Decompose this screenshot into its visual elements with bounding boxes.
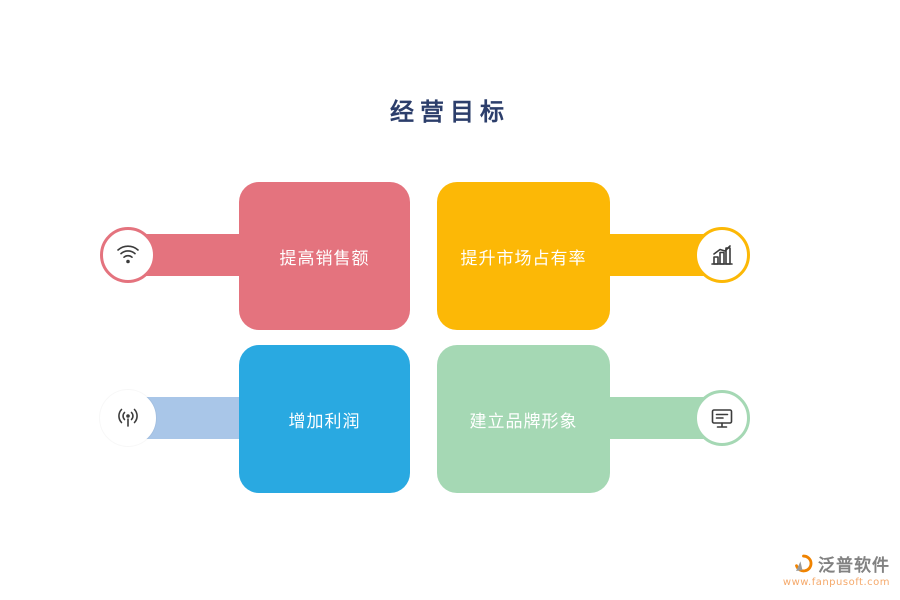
bar-chart-icon — [694, 227, 750, 283]
broadcast-icon — [100, 390, 156, 446]
goal-label: 提升市场占有率 — [460, 248, 587, 269]
goal-block-brand-image: 建立品牌形象 — [437, 345, 610, 493]
brand-website: www.fanpusoft.com — [782, 577, 890, 588]
wifi-icon — [100, 227, 156, 283]
goal-label: 建立品牌形象 — [469, 411, 578, 432]
goal-label: 提高销售额 — [279, 248, 370, 269]
brand-logo: 泛普软件 www.fanpusoft.com — [783, 551, 890, 588]
monitor-icon — [694, 390, 750, 446]
goal-label: 增加利润 — [288, 411, 361, 432]
goal-block-market-share: 提升市场占有率 — [437, 182, 610, 330]
goal-block-sales: 提高销售额 — [239, 182, 410, 330]
brand-name: 泛普软件 — [818, 556, 890, 576]
goal-block-profit: 增加利润 — [239, 345, 410, 493]
fanpu-logo-icon — [793, 553, 814, 574]
page-title: 经营目标 — [390, 97, 510, 126]
